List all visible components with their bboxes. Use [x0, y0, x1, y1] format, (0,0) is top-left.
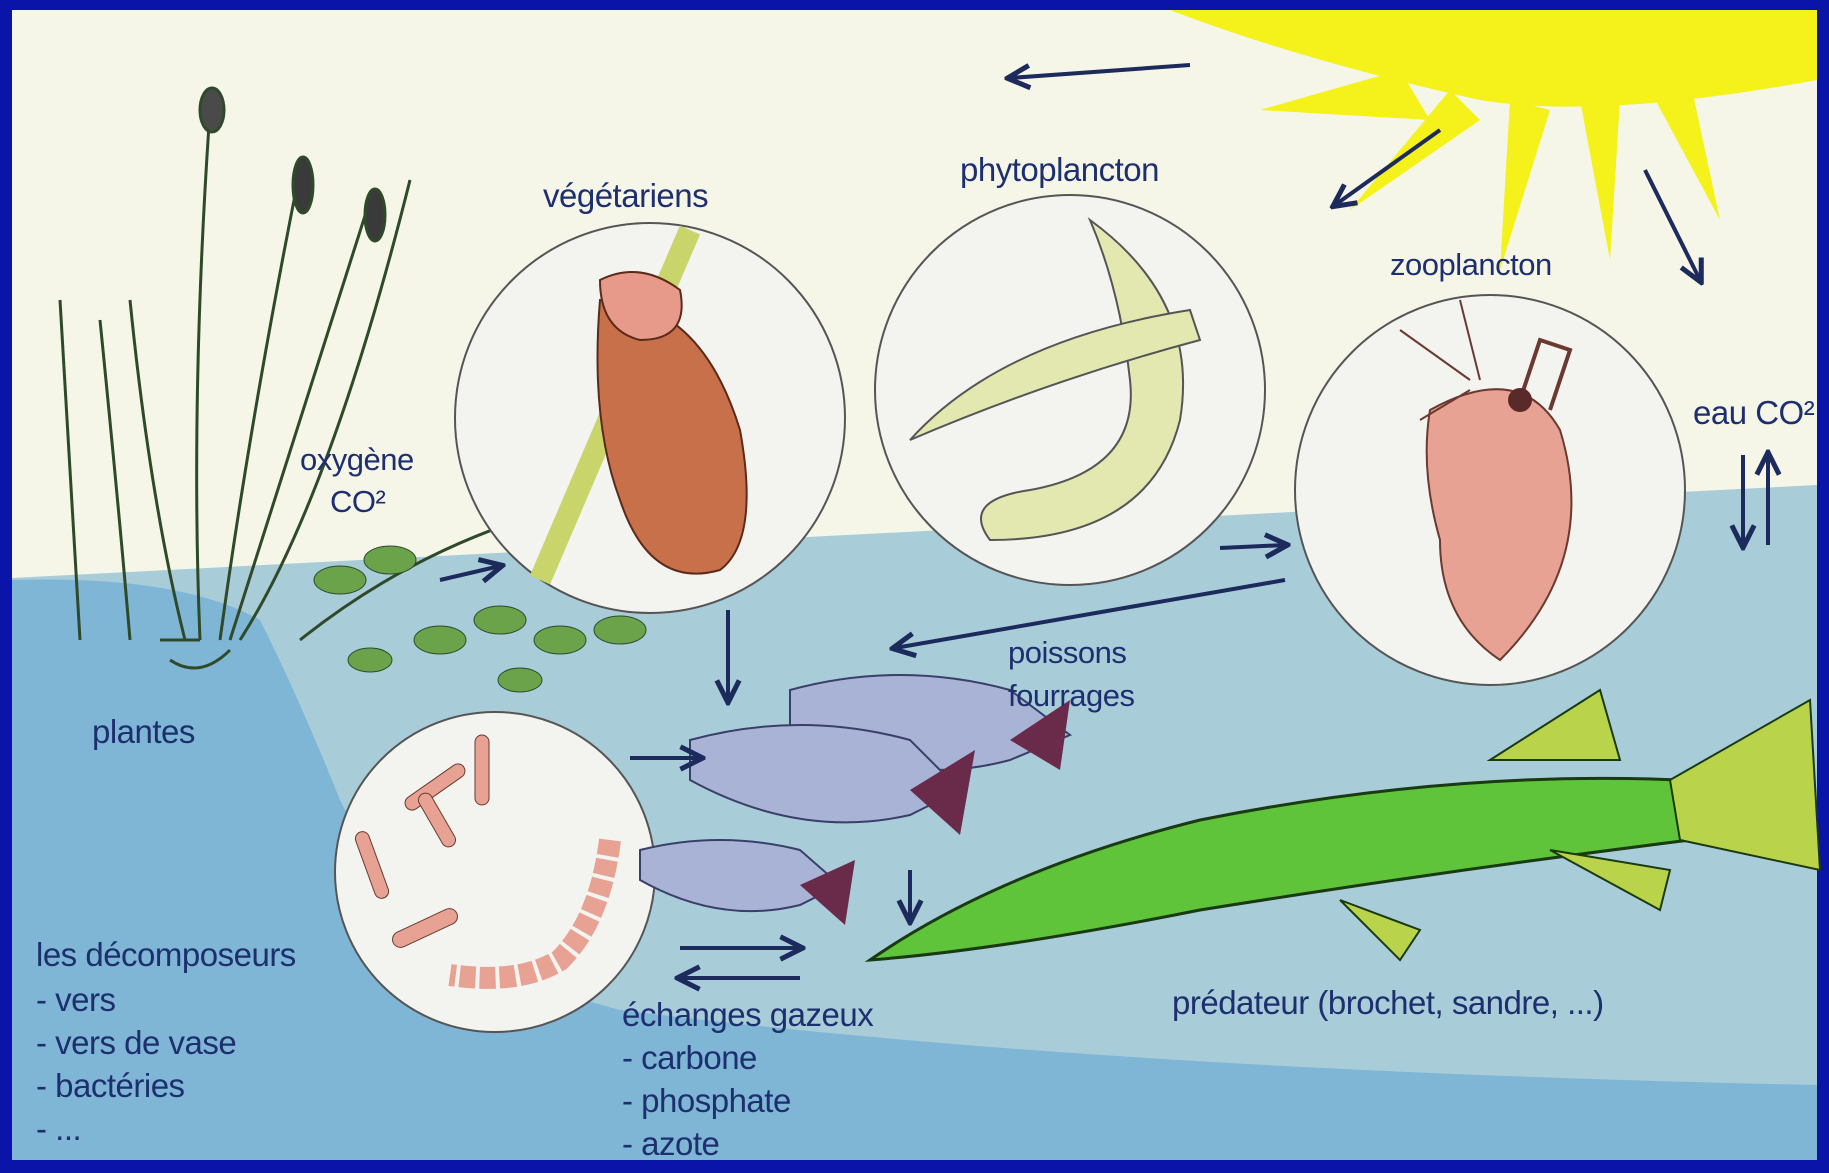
label-vegetariens: végétariens	[543, 176, 708, 216]
label-poissons: poissons	[1008, 633, 1126, 673]
decomposeurs-circle	[335, 712, 655, 1032]
decomposeurs-item: - ...	[36, 1109, 81, 1149]
phytoplancton-circle	[875, 195, 1265, 585]
label-phytoplancton: phytoplancton	[960, 150, 1159, 190]
echanges-item: - carbone	[622, 1038, 757, 1078]
label-co2: CO²	[330, 482, 385, 522]
decomposeurs-item: - bactéries	[36, 1066, 185, 1106]
echanges-item: - azote	[622, 1124, 719, 1164]
label-plantes: plantes	[92, 712, 195, 752]
label-eau-co2: eau CO²	[1693, 393, 1814, 433]
decomposeurs-title: les décomposeurs	[36, 935, 296, 975]
echanges-item: - phosphate	[622, 1081, 791, 1121]
decomposeurs-item: - vers de vase	[36, 1023, 236, 1063]
zooplancton-circle	[1295, 295, 1685, 685]
label-predateur: prédateur (brochet, sandre, ...)	[1172, 983, 1604, 1023]
decomposeurs-item: - vers	[36, 980, 116, 1020]
echanges-title: échanges gazeux	[622, 995, 873, 1035]
label-zooplancton: zooplancton	[1390, 245, 1552, 285]
label-fourrages: fourrages	[1008, 676, 1134, 716]
snail-circle	[455, 223, 845, 613]
label-oxygene: oxygène	[300, 440, 414, 480]
